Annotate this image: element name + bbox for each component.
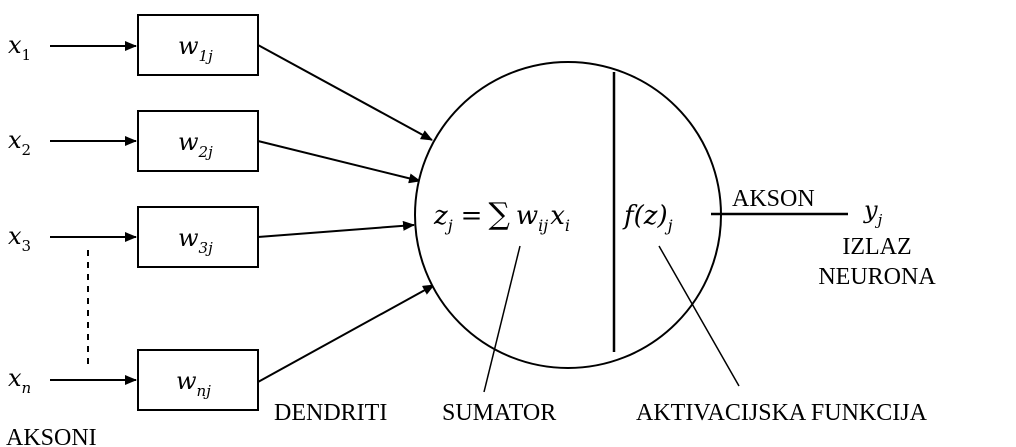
dendrite-arrow-3 [257, 220, 415, 238]
activation-pointer [658, 245, 740, 387]
summator-formula: zj=∑wijxi [433, 197, 570, 235]
aktivacijska-label: AKTIVACIJSKA FUNKCIJA [636, 400, 928, 426]
weight-label-2: w2j [178, 128, 213, 161]
input-row-3: x3 w3j [8, 206, 259, 268]
izlaz-label: IZLAZ [842, 234, 911, 260]
input-label-1: x1 [8, 31, 31, 64]
weight-label-1: w1j [178, 32, 213, 65]
input-row-n: xn wnj [8, 349, 259, 411]
weight-label-3: w3j [178, 224, 213, 257]
input-label-n: xn [8, 364, 31, 397]
akson-label: AKSON [732, 186, 815, 212]
neurona-label: NEURONA [818, 264, 936, 290]
dendriti-label: DENDRITI [274, 400, 387, 426]
input-label-2: x2 [8, 126, 31, 159]
input-row-1: x1 w1j [8, 14, 259, 76]
weight-label-n: wnj [176, 367, 211, 400]
sumator-label: SUMATOR [442, 400, 556, 426]
dendrite-arrow-1 [257, 44, 433, 141]
weight-box-2 [137, 110, 259, 172]
dendrite-arrow-n [257, 284, 435, 383]
weight-box-n [137, 349, 259, 411]
input-row-2: x2 w2j [8, 110, 259, 172]
activation-formula: f(z)j [622, 201, 673, 235]
aksoni-label: AKSONI [6, 425, 97, 447]
summator-pointer [483, 245, 521, 393]
dendrite-arrow-2 [257, 140, 421, 184]
input-label-3: x3 [8, 222, 31, 255]
output-label: yj [863, 196, 883, 229]
